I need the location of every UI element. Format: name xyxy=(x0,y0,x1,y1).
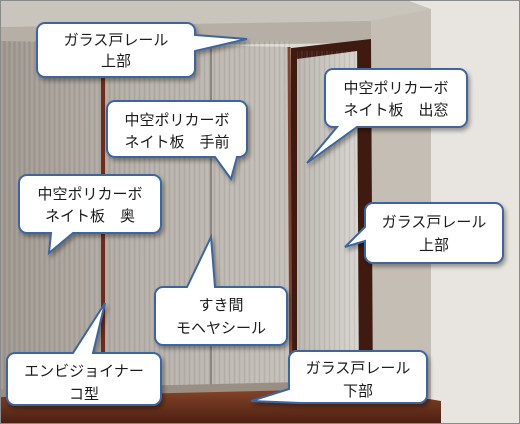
panel-edge xyxy=(287,46,293,392)
callout-joiner: エンビジョイナー コ型 xyxy=(6,302,162,406)
callout-panel-front: 中空ポリカーボ ネイト板 手前 xyxy=(106,100,248,182)
callout-rail-top-left-line1: ガラス戸レール xyxy=(64,31,169,49)
callout-panel-outer-line2: ネイト板 出窓 xyxy=(343,101,448,119)
callout-rail-top-left: ガラス戸レール 上部 xyxy=(36,22,248,78)
callout-gap-seal-line1: すき間 xyxy=(198,296,243,314)
callout-gap-seal-line2: モヘヤシール xyxy=(176,319,266,337)
callout-rail-top-left-line2: 上部 xyxy=(101,52,131,70)
callout-panel-back-line1: 中空ポリカーボ xyxy=(37,185,142,203)
callout-rail-top-right-line2: 上部 xyxy=(419,236,449,254)
callout-rail-bottom-line2: 下部 xyxy=(343,382,373,400)
callout-panel-front-line2: ネイト板 手前 xyxy=(124,133,229,151)
callout-rail-top-right: ガラス戸レール 上部 xyxy=(344,202,504,264)
callout-joiner-line2: コ型 xyxy=(69,385,99,403)
callout-gap-seal: すき間 モヘヤシール xyxy=(154,233,288,346)
callout-panel-back-line2: ネイト板 奥 xyxy=(45,207,135,225)
callout-joiner-line1: エンビジョイナー xyxy=(24,362,144,380)
callout-panel-front-line1: 中空ポリカーボ xyxy=(124,111,229,129)
callout-rail-bottom: ガラス戸レール 下部 xyxy=(250,350,428,404)
callout-panel-outer-line1: 中空ポリカーボ xyxy=(343,79,448,97)
callout-rail-top-right-line1: ガラス戸レール xyxy=(382,213,487,231)
callout-panel-outer: 中空ポリカーボ ネイト板 出窓 xyxy=(306,68,468,164)
callout-rail-bottom-line1: ガラス戸レール xyxy=(306,359,411,377)
callout-panel-back: 中空ポリカーボ ネイト板 奥 xyxy=(18,174,162,256)
